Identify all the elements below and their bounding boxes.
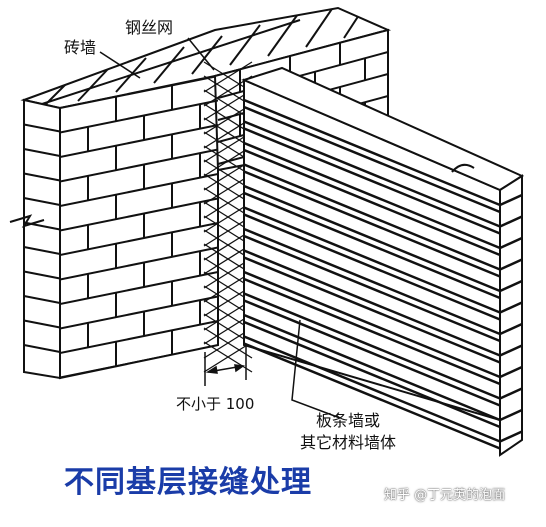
board-strip-edge (243, 249, 501, 357)
label-steel-mesh: 钢丝网 (125, 18, 174, 37)
board-strip-end (499, 236, 523, 250)
leader-brick-wall (99, 51, 141, 79)
board-strip-edge (243, 342, 501, 450)
board-strip-end (499, 301, 523, 314)
board-strip-edge (243, 270, 501, 379)
dimension-arrow-left (205, 365, 218, 374)
brick-end-line (23, 172, 61, 182)
label-brick-wall: 砖墙 (64, 38, 97, 57)
brick-end-line (23, 123, 61, 133)
board-strip-edge (243, 141, 501, 250)
board-strip-end (499, 387, 523, 400)
board-strip-end (499, 430, 523, 443)
board-strips (243, 98, 523, 450)
brick-end-line (23, 319, 61, 329)
board-strip-edge (243, 320, 501, 429)
board-strip-edge (243, 313, 501, 422)
brick-course-line (60, 124, 218, 158)
board-strip-end (499, 279, 523, 293)
brick-course-line (60, 99, 218, 134)
leader-steel-mesh (187, 37, 215, 71)
brick-end-line (23, 197, 61, 206)
board-strip-end (499, 193, 523, 207)
board-strip-edge (243, 213, 501, 321)
board-strip-edge (243, 335, 501, 443)
brick-top-joint (267, 13, 299, 57)
board-strip-edge (243, 184, 501, 293)
brick-end-line (23, 295, 61, 304)
board-strip-edge (243, 234, 501, 343)
brick-end-line (23, 270, 61, 280)
board-notch (451, 163, 475, 173)
board-strip-edge (243, 148, 501, 257)
board-strip-edge (243, 105, 501, 214)
mesh-line (203, 61, 253, 93)
board-strip-edge (243, 191, 501, 300)
brick-top-joint (229, 24, 261, 66)
brick-end-line (23, 246, 61, 255)
board-strip-edge (243, 170, 501, 278)
brick-front-courses (60, 85, 218, 378)
label-board-wall: 板条墙或 其它材料墙体 (300, 410, 396, 454)
mesh-line (203, 341, 253, 373)
label-board-wall-line2: 其它材料墙体 (300, 433, 397, 452)
board-strip-edge (243, 127, 501, 235)
brick-course-line (60, 222, 218, 256)
board-strip-edge (243, 206, 501, 314)
board-strip-end (499, 258, 523, 271)
leader-lines (99, 37, 341, 419)
brick-top-joint (153, 46, 185, 84)
dimension-mark (204, 346, 247, 386)
board-strip-end (499, 322, 523, 336)
board-strip-edge (243, 227, 501, 336)
brick-course-line (60, 148, 218, 183)
board-strip-end (499, 344, 523, 357)
caption-title: 不同基层接缝处理 (64, 465, 312, 500)
leader-board-wall (291, 319, 341, 419)
board-strip-end (499, 408, 523, 422)
board-strip-edge (243, 292, 501, 400)
brick-end-line (23, 148, 61, 157)
brick-course-line (60, 173, 218, 207)
board-strip-end (499, 365, 523, 379)
brick-top-joint (305, 8, 337, 48)
board-strip-edge (243, 163, 501, 271)
brick-course-line (60, 271, 218, 305)
label-dimension: 不小于 100 (176, 395, 255, 413)
brick-end-line (23, 344, 61, 353)
dimension-arrow-right (234, 364, 245, 373)
brick-top-mid (41, 19, 301, 105)
brick-course-line (60, 295, 218, 330)
brick-wall-front (59, 74, 219, 380)
board-strip-edge (243, 277, 501, 386)
board-strip-edge (243, 256, 501, 364)
board-strip-edge (243, 299, 501, 407)
break-mark (9, 214, 45, 228)
board-wall (241, 66, 525, 457)
brick-top-joint (77, 68, 109, 102)
brick-course-line (60, 197, 218, 232)
brick-top-courses (39, 8, 375, 108)
label-board-wall-line1: 板条墙或 (316, 411, 381, 430)
watermark: 知乎 @丁元英的泡面 (384, 488, 506, 503)
brick-top-joint (191, 35, 223, 75)
brick-wall-end (23, 98, 61, 380)
brick-course-line (60, 246, 218, 281)
board-strip-end (499, 215, 523, 228)
brick-course-line (60, 320, 218, 354)
board-strip-edge (243, 120, 501, 228)
board-strip-edge (243, 98, 501, 207)
